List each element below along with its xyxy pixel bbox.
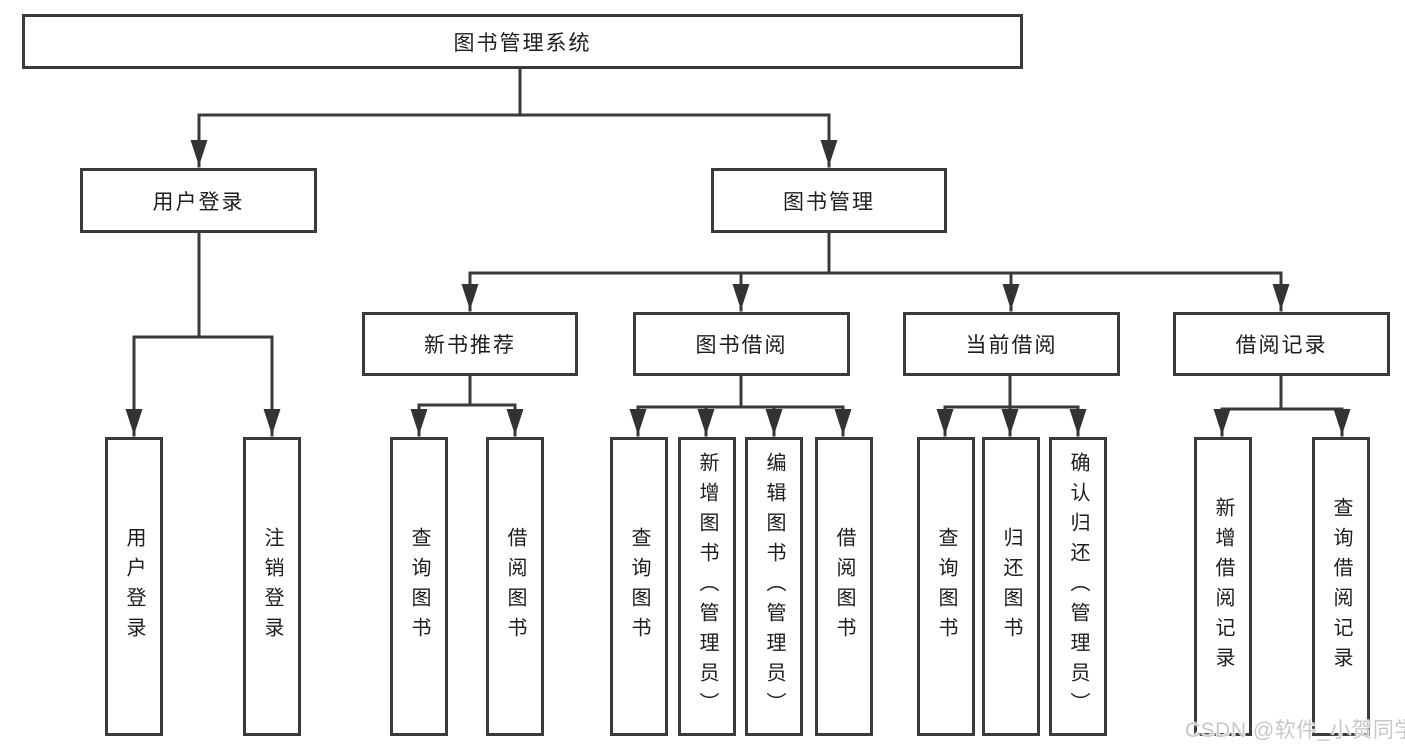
node-query-books-recommend: 查询图书 [390,437,448,736]
node-current-borrow: 当前借阅 [903,312,1120,376]
node-library-system: 图书管理系统 [22,14,1023,69]
leaf-label: 借阅图书 [504,526,526,647]
connector-book-mgmt-children [461,231,1290,312]
connector-user-login-children [125,231,281,437]
connector-root-to-level2 [190,67,838,168]
node-user-login: 用户登录 [80,168,317,233]
node-book-management: 图书管理 [711,168,947,233]
leaf-label: 查询图书 [935,526,957,647]
leaf-label: 查询借阅记录 [1330,496,1352,677]
node-query-books-borrow: 查询图书 [610,437,668,736]
node-edit-books-admin: 编辑图书（管理员） [745,437,803,736]
connector-borrow-record-children [1213,374,1351,437]
node-user-login-leaf: 用户登录 [105,437,163,736]
leaf-label: 编辑图书（管理员） [763,451,785,722]
node-query-borrow-record: 查询借阅记录 [1312,437,1370,736]
node-return-books: 归还图书 [982,437,1040,736]
csdn-watermark: CSDN @软件_小贺同学 [1185,719,1405,742]
leaf-label: 注销登录 [261,526,283,647]
node-borrow-books-recommend: 借阅图书 [486,437,544,736]
leaf-label: 确认归还（管理员） [1067,451,1089,722]
leaf-label: 归还图书 [1000,526,1022,647]
connector-book-borrow-children [629,374,852,437]
leaf-label: 借阅图书 [833,526,855,647]
connector-new-book-children [410,374,524,437]
leaf-label: 新增借阅记录 [1212,496,1234,677]
node-borrow-record: 借阅记录 [1173,312,1390,376]
leaf-label: 新增图书（管理员） [696,451,718,722]
leaf-label: 用户登录 [123,526,145,647]
node-new-book-recommend: 新书推荐 [362,312,578,376]
node-confirm-return-admin: 确认归还（管理员） [1049,437,1107,736]
node-book-borrow: 图书借阅 [633,312,850,376]
node-query-books-current: 查询图书 [917,437,975,736]
leaf-label: 查询图书 [408,526,430,647]
node-add-borrow-record: 新增借阅记录 [1194,437,1252,736]
node-add-books-admin: 新增图书（管理员） [678,437,736,736]
leaf-label: 查询图书 [628,526,650,647]
node-logout-leaf: 注销登录 [243,437,301,736]
connector-current-borrow-children [936,374,1087,437]
node-borrow-books-leaf: 借阅图书 [815,437,873,736]
